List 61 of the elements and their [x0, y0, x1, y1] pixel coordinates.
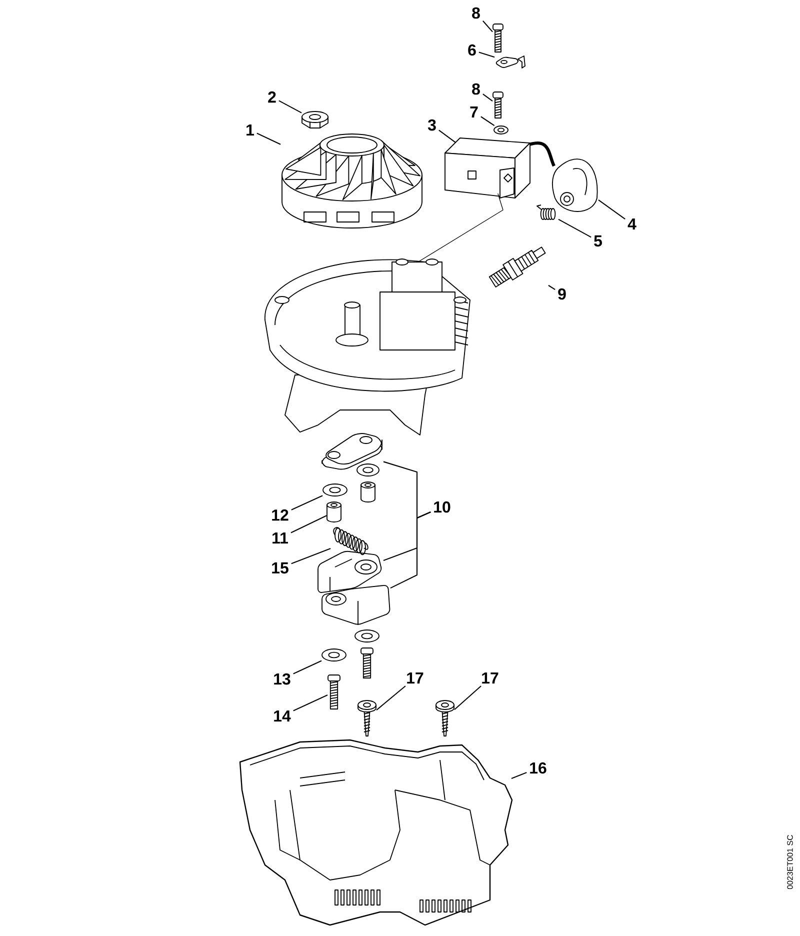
clutch-shoe-drawing	[322, 584, 390, 626]
callout-number: 8	[472, 83, 480, 95]
washer-drawing	[322, 648, 346, 662]
screw-drawing	[492, 92, 504, 118]
washer-drawing	[494, 126, 508, 134]
spring-drawing	[536, 204, 556, 220]
ignition-module-drawing	[444, 138, 556, 198]
assembly-line	[418, 193, 504, 262]
leader-line	[438, 130, 456, 143]
callout-number: 12	[272, 509, 288, 521]
spark-plug-drawing	[488, 246, 546, 288]
callout-number: 8	[472, 7, 480, 19]
callout-number: 9	[558, 288, 566, 300]
screw-drawing	[328, 674, 340, 710]
leader-line	[291, 495, 323, 510]
leader-line	[548, 284, 556, 290]
cylinder-drawing	[326, 502, 342, 522]
leader-line	[290, 515, 327, 534]
leader-line	[376, 686, 406, 711]
leader-line	[478, 52, 495, 58]
callout-number: 14	[274, 710, 291, 722]
drawing-code: 0023ET001 SC	[787, 834, 793, 890]
leader-line	[598, 199, 626, 220]
leader-line	[480, 116, 495, 126]
leader-line	[291, 548, 331, 564]
clutch-carrier-drawing	[322, 433, 382, 470]
callout-number: 4	[628, 218, 636, 230]
boot-drawing	[552, 158, 598, 212]
leader-line	[256, 132, 281, 145]
screw-drawing	[492, 24, 504, 52]
bracket-line	[390, 512, 431, 589]
fan-wheel-drawing	[282, 134, 422, 228]
callout-number: 10	[434, 501, 450, 513]
screw-drawing	[436, 700, 454, 736]
housing-drawing	[239, 739, 513, 926]
callout-number: 5	[594, 235, 602, 247]
bracket-drawing	[496, 56, 526, 68]
callout-number: 2	[268, 91, 276, 103]
callout-number: 13	[274, 673, 290, 685]
leader-line	[293, 694, 328, 712]
screw-drawing	[358, 700, 376, 736]
callout-number: 3	[428, 119, 436, 131]
spring-drawing	[333, 527, 368, 556]
leader-line	[293, 660, 322, 674]
leader-line	[454, 686, 482, 710]
washer-drawing	[322, 484, 348, 496]
callout-number: 1	[246, 124, 254, 136]
leader-line	[482, 20, 493, 32]
nut-drawing	[302, 111, 328, 128]
leader-line	[482, 94, 493, 102]
leader-line	[278, 100, 302, 114]
callout-number: 16	[530, 762, 546, 774]
crankcase-drawing	[264, 258, 470, 436]
callout-number: 11	[272, 532, 288, 544]
callout-number: 17	[482, 672, 498, 684]
callout-number: 7	[470, 106, 478, 118]
callout-number: 6	[468, 44, 476, 56]
leader-line	[558, 218, 592, 238]
leader-line	[511, 772, 527, 779]
callout-number: 17	[407, 672, 424, 684]
callout-number: 15	[272, 562, 288, 574]
